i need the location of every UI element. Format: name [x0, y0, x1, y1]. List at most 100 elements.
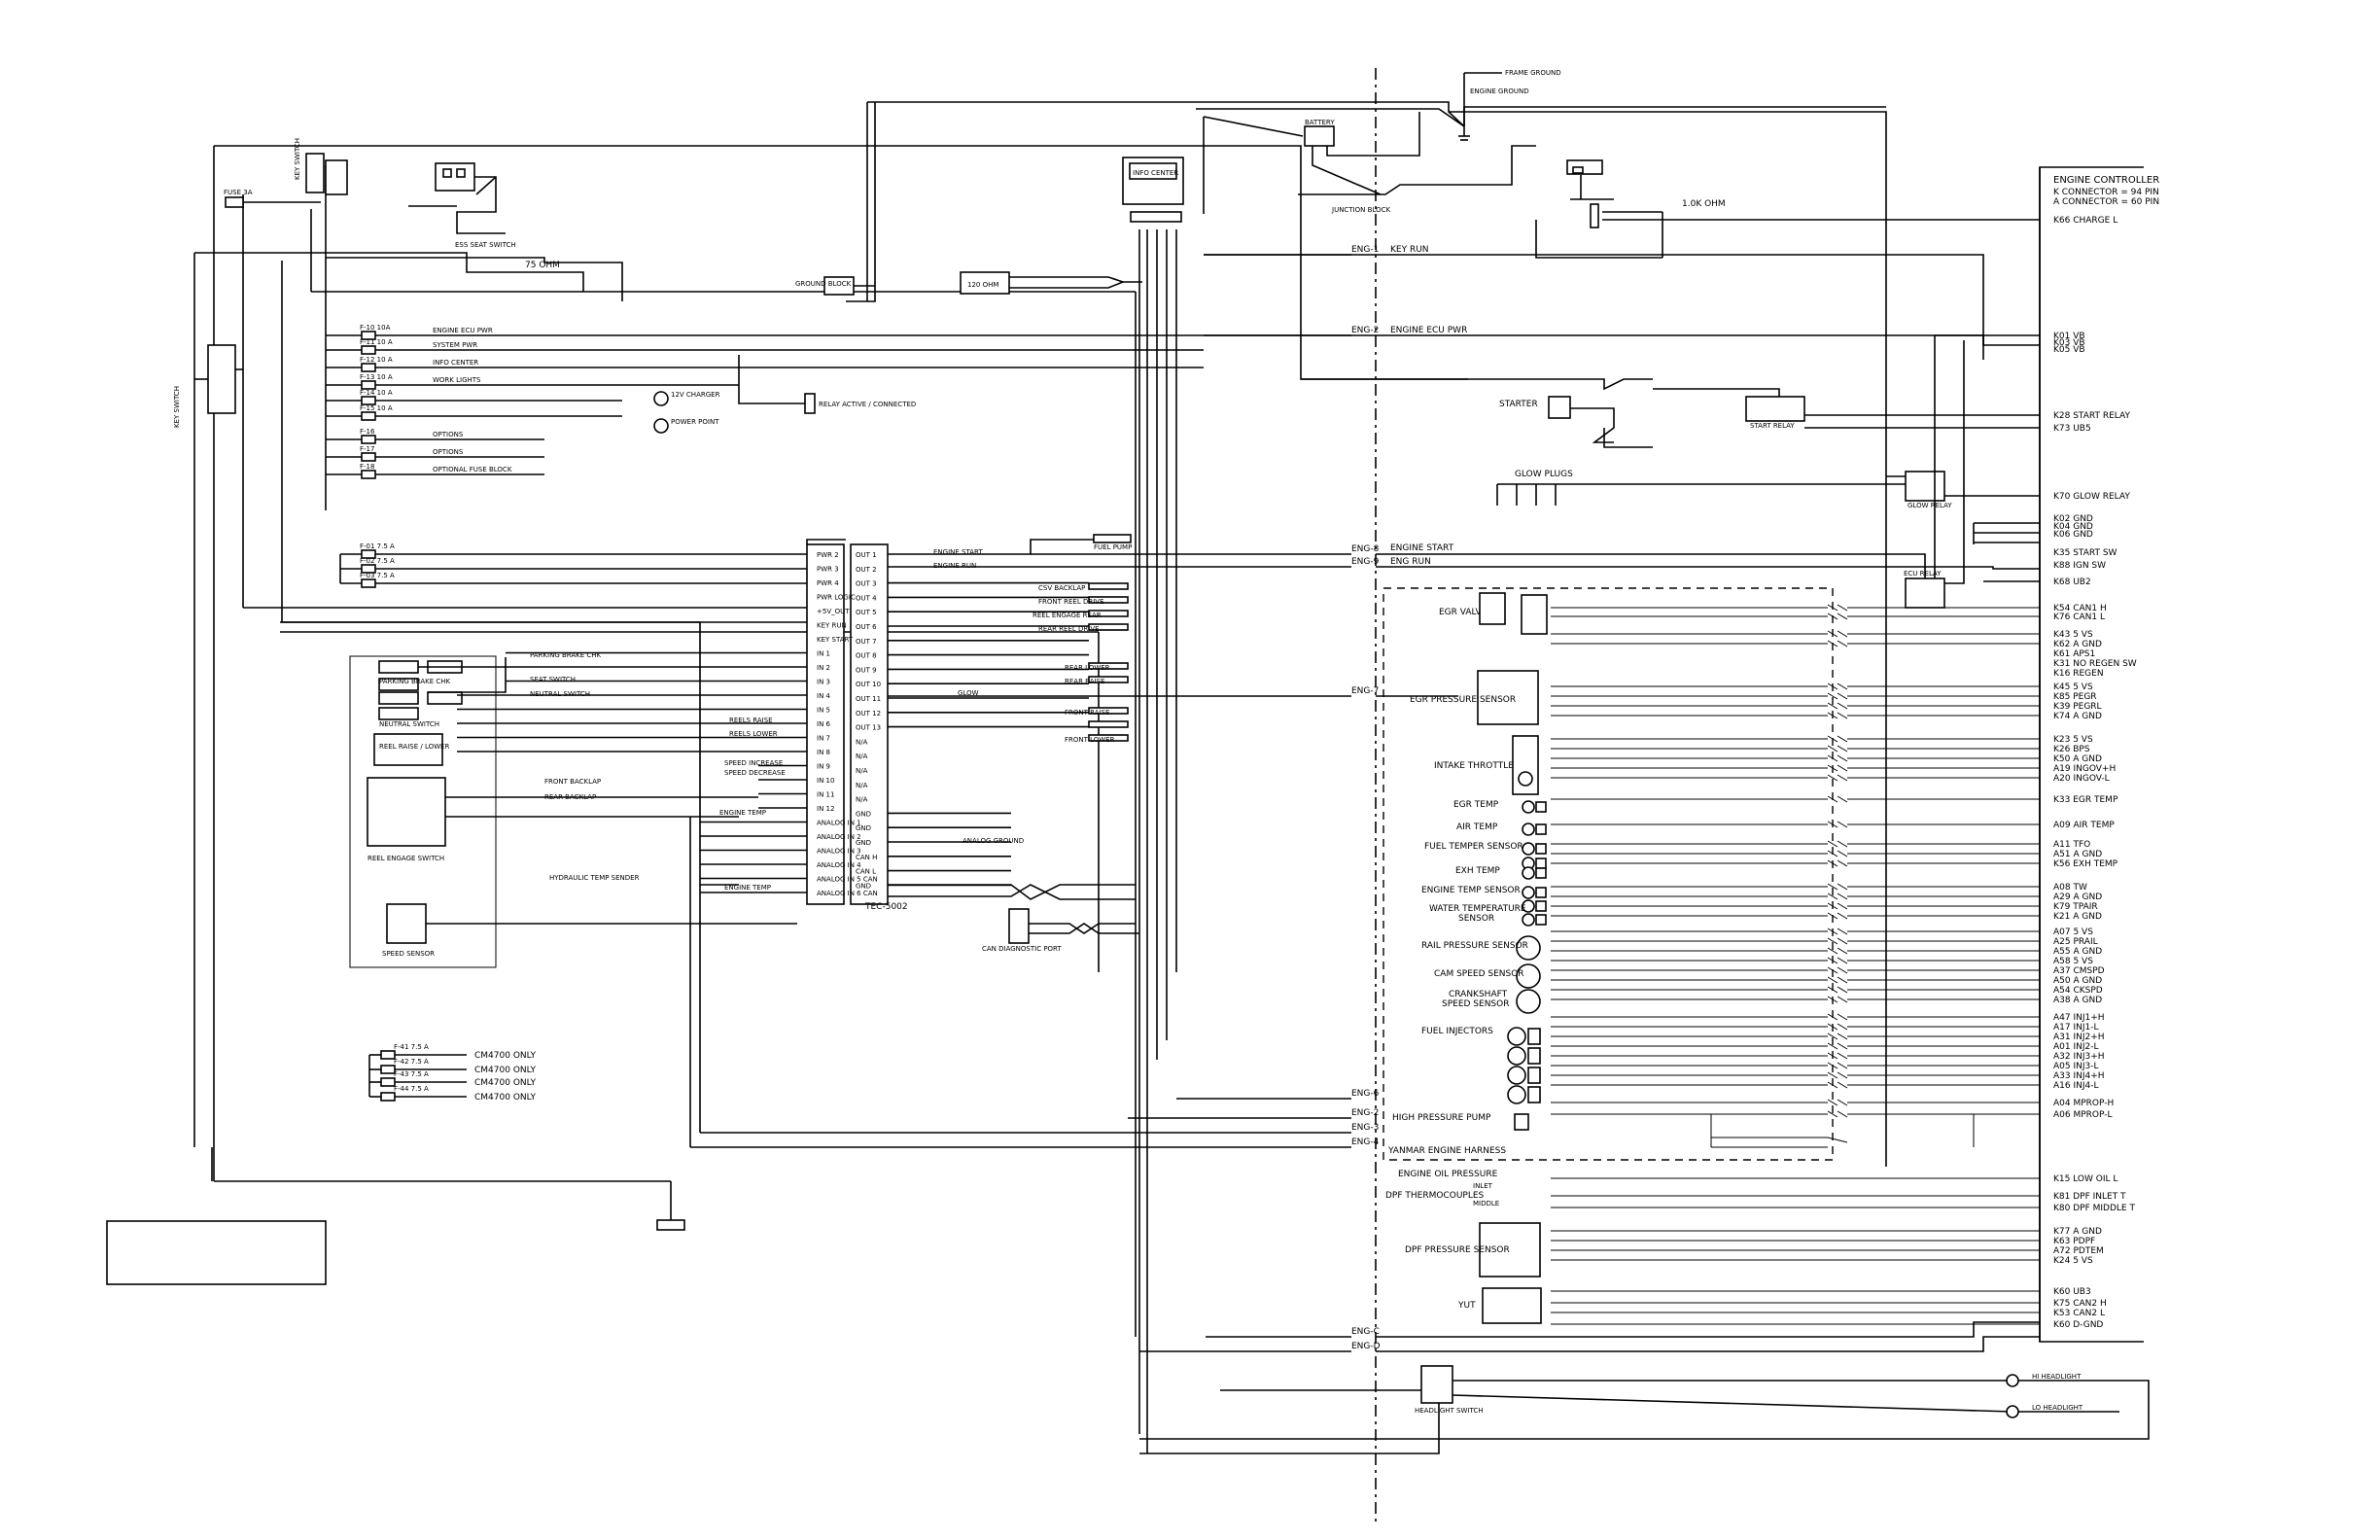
- eng-7-label: ENG-7: [1351, 686, 1379, 696]
- tec-in-20: ANALOG IN 2: [817, 833, 861, 841]
- engine-ground-label: ENGINE GROUND: [1470, 88, 1529, 95]
- tec-in-17: IN 11: [817, 791, 834, 799]
- fuse3-name-0: F-41 7.5 A: [394, 1043, 429, 1051]
- fuse3-label-3: CM4700 ONLY: [474, 1093, 536, 1102]
- start-relay: [1745, 396, 1805, 422]
- tec-in-12: IN 6: [817, 720, 831, 728]
- fuse-1: [361, 345, 376, 355]
- eng-d-label: ENG-D: [1351, 1342, 1381, 1351]
- relay-top: [435, 162, 475, 192]
- eng-3-label: ENG-3: [1351, 1123, 1379, 1133]
- frame-ground-label: FRAME GROUND: [1505, 69, 1561, 77]
- top-ground-area: FRAME GROUND ENGINE GROUND BATTERY JUNCT…: [866, 69, 2040, 1167]
- ec-pin-56: K15 LOW OIL L: [2053, 1174, 2118, 1184]
- reels-raise-label: REELS RAISE: [729, 717, 773, 724]
- fuse-name-7: F-17: [360, 445, 374, 453]
- front-raise-label: FRONT RAISE: [1065, 709, 1109, 717]
- injector-4: [1507, 1085, 1526, 1104]
- starter-area: STARTER START RELAY GLOW PLUGS GLOW RELA…: [1301, 334, 2040, 609]
- tec-out-12: OUT 13: [856, 724, 881, 732]
- ec-pin-33: K56 EXH TEMP: [2053, 859, 2118, 869]
- ess-seat-label: ESS SEAT SWITCH: [455, 241, 516, 249]
- ec-pin-45: A38 A GND: [2053, 996, 2102, 1005]
- tec-in-10: IN 4: [817, 692, 831, 700]
- speed-sensor-switch: [386, 903, 427, 944]
- ec-pin-36: K79 TPAIR: [2053, 902, 2098, 912]
- tec-in-8: IN 2: [817, 664, 830, 672]
- lo-headlight-label: LO HEADLIGHT: [2032, 1404, 2083, 1412]
- injector-1: [1507, 1027, 1526, 1046]
- intake-throttle-label: INTAKE THROTTLE: [1434, 761, 1514, 771]
- dpf-pressure-label: DPF PRESSURE SENSOR: [1405, 1245, 1510, 1255]
- ec-pin-55: A06 MPROP-L: [2053, 1110, 2113, 1120]
- tec-out-3: OUT 4: [856, 594, 877, 602]
- ec-pin-42: A37 CMSPD: [2053, 966, 2105, 976]
- engine-temp-sensor-label: ENGINE TEMP SENSOR: [1421, 886, 1521, 895]
- cam-speed-label: CAM SPEED SENSOR: [1434, 969, 1524, 979]
- ecu-relay-label: ECU RELAY: [1904, 570, 1942, 578]
- starter-label: STARTER: [1499, 400, 1538, 409]
- reel-engage-switch: [367, 777, 446, 847]
- relay-active: [804, 393, 816, 414]
- ec-pin-5: K73 UB5: [2053, 424, 2091, 434]
- speed-sensor-0: [1516, 935, 1541, 961]
- ec-pin-66: K60 D-GND: [2053, 1320, 2103, 1330]
- ec-pin-17: K61 APS1: [2053, 649, 2095, 659]
- tec-out-20: GND: [856, 839, 871, 847]
- temp-sensor-0: [1522, 800, 1535, 814]
- reel-engage-label: REEL ENGAGE SWITCH: [368, 855, 444, 862]
- tec-in-21: ANALOG IN 3: [817, 848, 861, 856]
- power-point-2: [653, 418, 669, 434]
- fuse-label-0: ENGINE ECU PWR: [433, 327, 493, 334]
- tec-in-16: IN 10: [817, 777, 834, 785]
- fuse-name-0: F-10 10A: [360, 324, 391, 332]
- ec-pin-25: K26 BPS: [2053, 745, 2090, 754]
- starter: [1548, 396, 1571, 419]
- tec-output-loads: FUEL PUMP CSV BACKLAP FRONT REEL DRIVE R…: [933, 534, 1132, 953]
- ec-pin-60: K63 PDPF: [2053, 1237, 2095, 1246]
- tec-in-7: IN 1: [817, 650, 830, 658]
- glow-output-label: GLOW: [958, 689, 979, 697]
- yut-device: [1482, 1287, 1542, 1324]
- tec-out-15: N/A: [856, 767, 868, 775]
- fuse-8: [361, 470, 376, 479]
- high-pressure-pump-label: HIGH PRESSURE PUMP: [1392, 1113, 1491, 1123]
- fuel-pump: [1093, 534, 1132, 543]
- water-temp-label-2: SENSOR: [1458, 914, 1494, 924]
- egr-valve: [1479, 592, 1506, 625]
- tec-in-22: ANALOG IN 4: [817, 861, 861, 869]
- fuse-3a: [225, 196, 244, 208]
- crank-label-1: CRANKSHAFT: [1449, 990, 1508, 999]
- fuse-label-7: OPTIONS: [433, 448, 464, 456]
- ec-pin-11: K88 IGN SW: [2053, 561, 2106, 571]
- tec-in-11: IN 5: [817, 707, 830, 715]
- battery: [1304, 125, 1335, 147]
- tec-out-2: OUT 3: [856, 580, 877, 588]
- ec-pin-12: K68 UB2: [2053, 578, 2091, 587]
- fuse3-label-1: CM4700 ONLY: [474, 1066, 536, 1075]
- fuse-3: [361, 380, 376, 390]
- tec-out-6: OUT 7: [856, 638, 877, 646]
- parking-brake-label: PARKING BRAKE CHK: [530, 651, 602, 659]
- ec-pin-3: K05 VB: [2053, 345, 2085, 355]
- ec-pin-52: A33 INJ4+H: [2053, 1071, 2105, 1081]
- ec-pin-30: A09 AIR TEMP: [2053, 821, 2115, 830]
- reel-raise-label: REEL RAISE / LOWER: [379, 743, 449, 751]
- engine-start-out-label: ENGINE START: [933, 548, 983, 556]
- ec-pin-22: K39 PEGRL: [2053, 702, 2102, 712]
- fuse-2: [361, 363, 376, 372]
- tec-in-1: PWR 3: [817, 566, 839, 574]
- inlet-label: INLET: [1473, 1182, 1493, 1190]
- fuse-3a-label: FUSE 3A: [224, 189, 253, 196]
- ec-pin-40: A55 A GND: [2053, 947, 2102, 957]
- rear-backlap-label: REAR BACKLAP: [544, 793, 596, 801]
- engine-start-run-wires: ENG-8 ENG-9 ENGINE START ENG RUN ENG-7 E…: [689, 539, 2040, 1148]
- tec-out-21: CAN H: [856, 854, 877, 861]
- tec-left-block: [806, 543, 845, 905]
- eng-2b-label: ENG-2: [1351, 1108, 1379, 1118]
- ec-pin-1: K01 VB: [2053, 332, 2085, 341]
- eng-8-label: ENG-8: [1351, 544, 1380, 554]
